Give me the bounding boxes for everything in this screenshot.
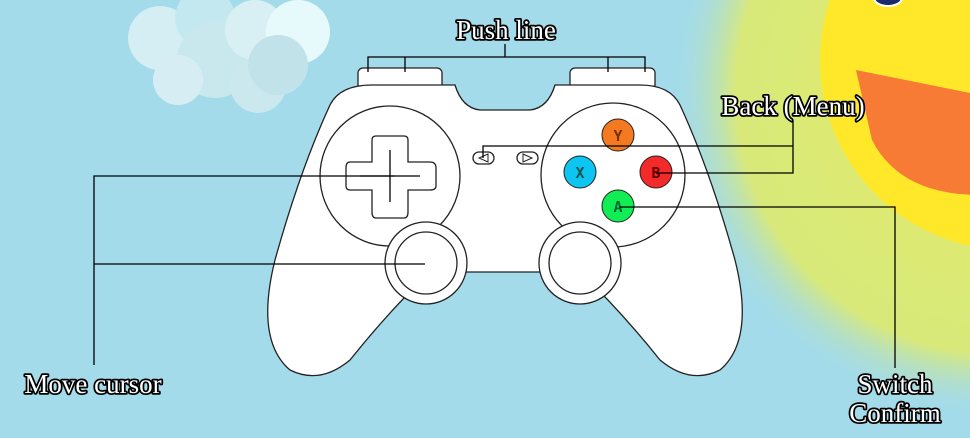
button-x: X [563, 155, 597, 189]
svg-text:X: X [575, 164, 584, 182]
right-stick [548, 231, 612, 295]
button-a: A [601, 189, 635, 223]
dpad [345, 135, 437, 219]
callout-lines [93, 44, 896, 368]
label-switch: Switch [857, 369, 933, 399]
label-confirm: Confirm [849, 398, 941, 428]
label-back-menu: Back (Menu) [721, 91, 864, 121]
button-b: B [639, 155, 673, 189]
svg-text:A: A [613, 198, 622, 216]
svg-text:Y: Y [613, 127, 622, 145]
cloud [128, 0, 330, 113]
gamepad: Y X B A [267, 67, 743, 377]
label-push-line: Push line [456, 15, 556, 45]
start-button [516, 151, 539, 165]
button-y: Y [601, 118, 635, 152]
label-move-cursor: Move cursor [24, 369, 161, 399]
left-stick [394, 231, 458, 295]
